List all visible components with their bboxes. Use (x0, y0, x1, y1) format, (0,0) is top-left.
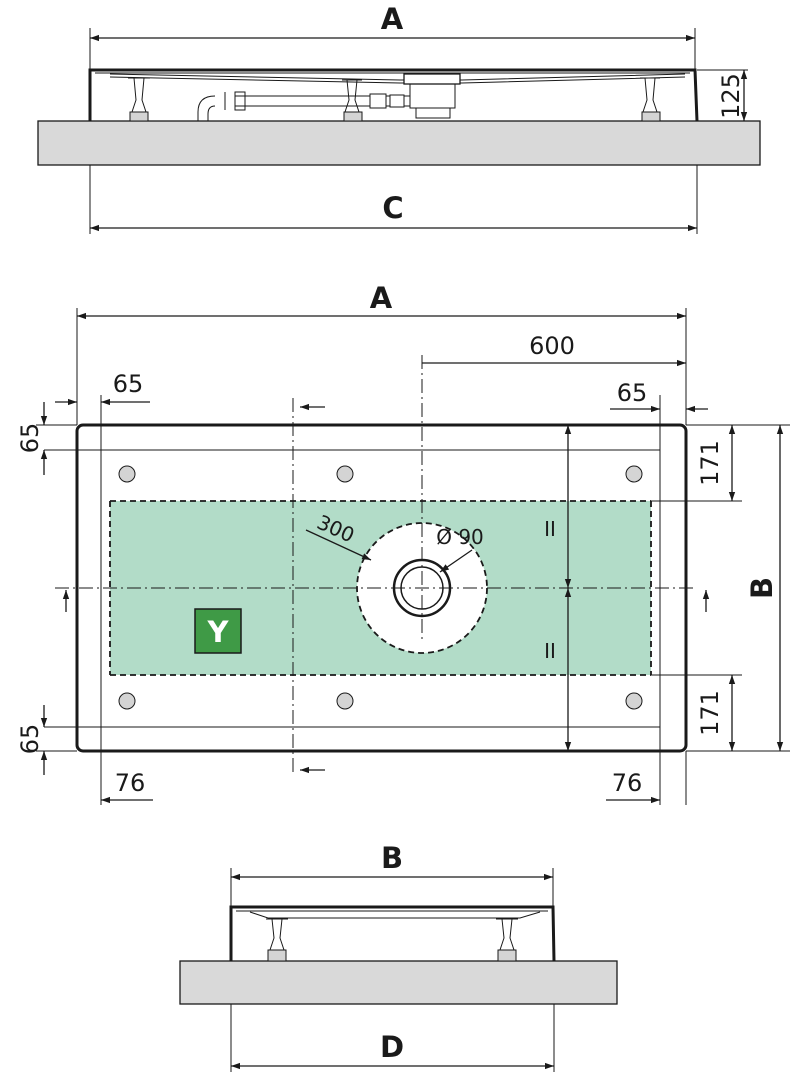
foot-marker (625, 692, 643, 710)
plan-dimension-label-a: A (370, 281, 393, 315)
dimension-label-65-right: 65 (617, 379, 648, 407)
support-foot (128, 77, 150, 113)
drain-body (409, 84, 456, 109)
drain-leader (439, 549, 473, 573)
dimension-label-a: A (381, 2, 404, 36)
side-support-foot (266, 918, 288, 951)
side-dimension-label-b: B (381, 841, 403, 875)
side-support-foot (496, 918, 518, 951)
plan-dimension-label-b: B (745, 577, 779, 599)
dimension-label-76-left: 76 (115, 769, 146, 797)
foot-marker (336, 692, 354, 710)
dimension-label-125: 125 (717, 73, 745, 119)
dimension-label-65-top: 65 (16, 423, 44, 454)
foot-marker (625, 465, 643, 483)
shower-tray-outline (88, 68, 699, 122)
foot-marker (118, 692, 136, 710)
dimension-label-171-top: 171 (696, 440, 724, 486)
slope-mark-top: II (544, 517, 556, 541)
support-feet (128, 77, 661, 122)
dimension-label-65-left: 65 (113, 370, 144, 398)
floor-platform (37, 120, 761, 166)
dimension-label-171-bottom: 171 (696, 690, 724, 736)
dimension-label-drain: Ø 90 (436, 525, 484, 549)
dimension-label-65-bottom: 65 (16, 724, 44, 755)
zone-badge (194, 608, 242, 654)
foot-marker (118, 465, 136, 483)
foot-markers (118, 465, 643, 710)
zone-badge-label: Y (207, 615, 230, 649)
dimension-label-76-right: 76 (612, 769, 643, 797)
slope-mark-bottom: II (544, 639, 556, 663)
foot-marker (336, 465, 354, 483)
side-dimension-label-d: D (380, 1030, 404, 1064)
side-elevation-view: B D (179, 841, 618, 1072)
dimension-label-c: C (382, 191, 403, 225)
front-elevation-view: A 125 (37, 2, 761, 234)
dimension-label-600: 600 (529, 332, 575, 360)
support-foot (640, 77, 660, 113)
side-tray-outline (229, 905, 556, 962)
plan-view: A 600 (16, 281, 790, 805)
side-floor-platform (179, 960, 618, 1005)
radius-leader-300 (305, 529, 372, 561)
drain-grate (403, 73, 461, 85)
